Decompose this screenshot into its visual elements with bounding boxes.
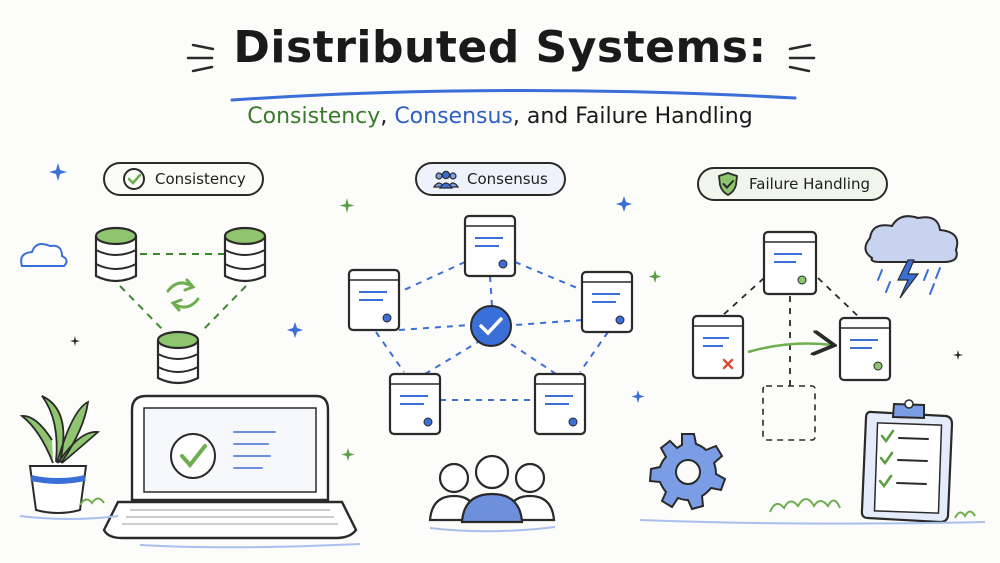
section-label-consistency: Consistency [155,170,246,188]
grass-decoration [19,498,986,525]
sync-arrows-icon [166,278,200,312]
title-emphasis-marks [186,43,816,73]
shield-check-icon [715,171,741,197]
section-pill-failure-handling: Failure Handling [697,167,888,201]
database-icon [223,226,267,283]
section-pill-consistency: Consistency [103,162,264,196]
consistency-diagram [119,253,247,331]
people-group-illustration [428,454,556,533]
storm-cloud-icon [864,215,959,299]
people-group-icon [433,166,459,192]
failure-connections [721,277,861,386]
consensus-check-icon [470,305,512,347]
gear-icon [648,433,727,511]
server-node-icon [463,214,517,278]
server-node-icon [533,372,587,436]
sparkle-decorations [49,163,963,461]
checklist-clipboard-icon [860,399,954,524]
check-circle-icon [121,166,147,192]
section-label-failure-handling: Failure Handling [749,175,870,193]
subtitle-consensus: Consensus [394,104,513,129]
subtitle-consistency: Consistency [247,104,381,129]
page-subtitle: Consistency, Consensus, and Failure Hand… [0,104,1000,129]
potted-plant-illustration [19,395,105,514]
server-node-icon [347,268,401,332]
server-node-icon [838,316,892,382]
section-pill-consensus: Consensus [415,162,566,196]
title-underline [230,88,797,102]
cloud-icon [20,243,68,267]
laptop-illustration [102,394,361,549]
page-title: Distributed Systems: [233,22,767,73]
database-icon [94,226,138,283]
failover-arrow [747,344,832,352]
server-node-icon [762,230,818,296]
server-node-icon [580,270,634,334]
section-label-consensus: Consensus [467,170,548,188]
subtitle-separator-1: , [380,104,395,129]
server-node-icon [388,372,442,436]
consensus-connections [375,261,609,401]
subtitle-separator-2: , and Failure Handling [512,104,753,129]
database-icon [156,330,200,385]
placeholder-node [762,385,816,441]
failed-server-node-icon [691,314,745,380]
